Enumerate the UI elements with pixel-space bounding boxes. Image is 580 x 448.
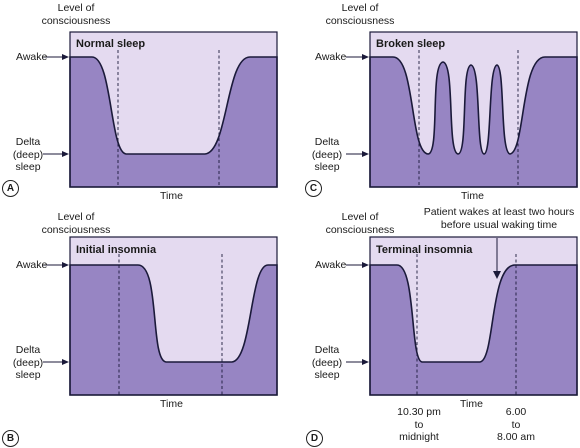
panel-a-title: Normal sleep <box>76 38 146 50</box>
panel-c-awake-label: Awake <box>315 51 347 63</box>
panel-c-graph <box>369 32 578 188</box>
panel-d-start-time-label: 10.30 pm to midnight <box>397 406 441 443</box>
panel-d-title: Terminal insomnia <box>376 244 473 256</box>
panel-a-time-label: Time <box>160 190 183 202</box>
panel-c-sleep-curve <box>369 56 578 188</box>
panel-b-time-label: Time <box>160 398 183 410</box>
panel-b-sleep-curve <box>69 264 278 396</box>
panel-d-time-label: Time <box>460 398 483 410</box>
panel-a-sleep-curve <box>69 56 278 188</box>
panel-b-level-label: Level of consciousness <box>41 211 111 236</box>
panel-d-awake-label: Awake <box>315 259 347 271</box>
panel-a-graph <box>69 32 278 188</box>
panel-c-level-label: Level of consciousness <box>325 2 395 27</box>
panel-c-title: Broken sleep <box>376 38 446 50</box>
panel-d-sleep-curve <box>369 264 578 396</box>
panel-b-delta-label: Delta (deep) sleep <box>12 344 44 381</box>
panel-d-letter-badge: D <box>306 430 323 447</box>
panel-b-title: Initial insomnia <box>76 244 157 256</box>
panel-d-end-time-label: 6.00 to 8.00 am <box>497 406 535 443</box>
panel-c-delta-label: Delta (deep) sleep <box>311 136 343 173</box>
panel-c-letter-badge: C <box>305 180 322 197</box>
panel-c-border <box>369 31 578 188</box>
pointer-arrows <box>43 54 369 365</box>
panel-d-graph <box>369 237 578 396</box>
panel-d-level-label: Level of consciousness <box>325 211 395 236</box>
panel-d-annotation: Patient wakes at least two hours before … <box>423 206 575 231</box>
panel-a-level-label: Level of consciousness <box>41 2 111 27</box>
panel-b-border <box>69 236 278 396</box>
panel-c-time-label: Time <box>461 190 484 202</box>
panel-a-border <box>69 31 278 188</box>
panel-b-letter-badge: B <box>2 430 19 447</box>
panel-a-delta-label: Delta (deep) sleep <box>12 136 44 173</box>
panel-d-annotation-arrowhead <box>493 271 501 279</box>
panel-a-letter-badge: A <box>2 180 19 197</box>
panel-b-graph <box>69 237 278 396</box>
panel-d-border <box>369 236 578 396</box>
panel-b-awake-label: Awake <box>16 259 48 271</box>
panel-d-delta-label: Delta (deep) sleep <box>311 344 343 381</box>
panel-a-awake-label: Awake <box>16 51 48 63</box>
